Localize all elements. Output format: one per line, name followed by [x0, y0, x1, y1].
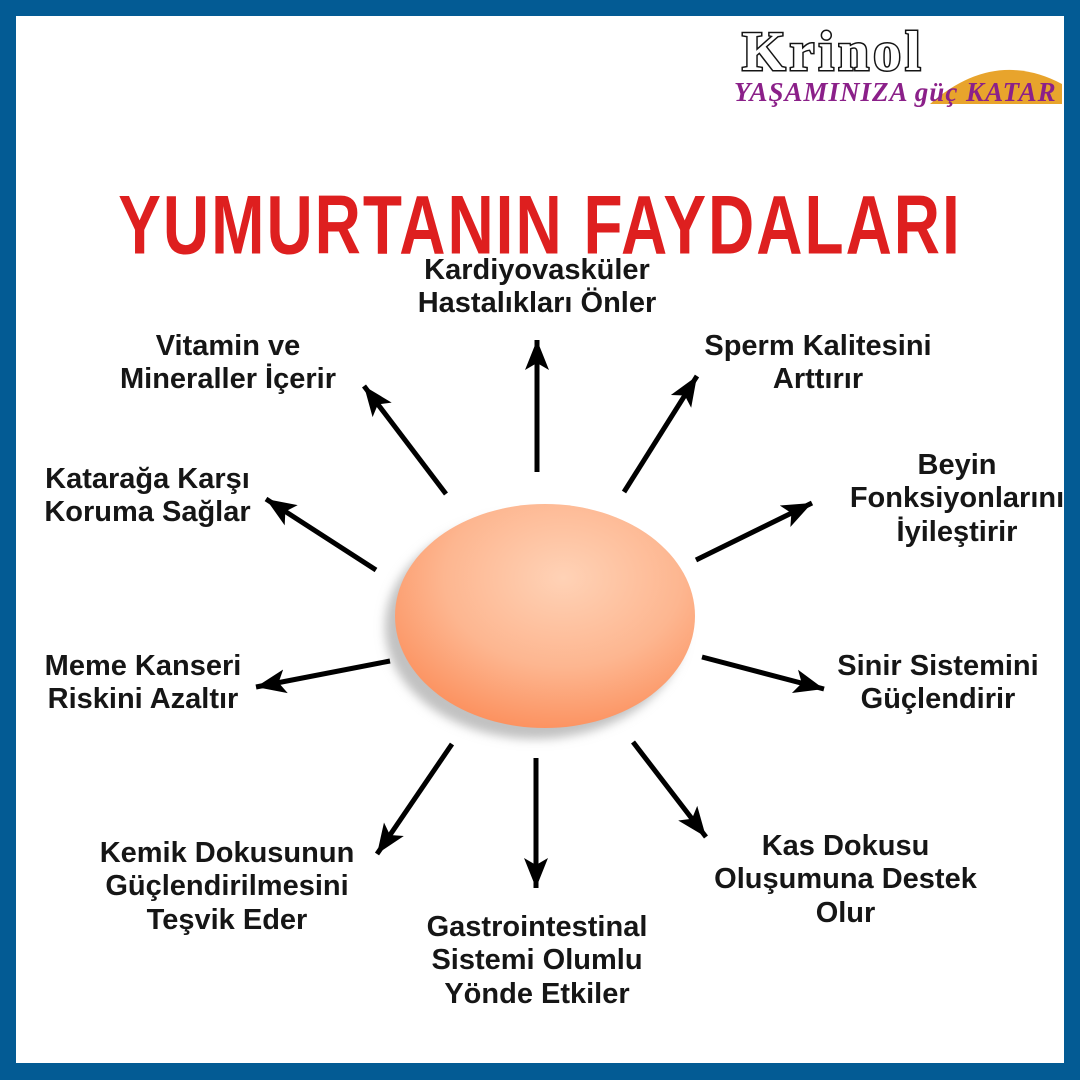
brand-logo-graphic: Krinol YAŞAMINIZA güç KATAR	[734, 24, 1062, 107]
arrow-sperm	[621, 374, 700, 494]
arrow-kemik	[374, 742, 455, 856]
page-title: YUMURTANIN FAYDALARI	[118, 178, 962, 272]
benefit-label-beyin: Beyin Fonksiyonlarını İyileştirir	[849, 449, 1065, 548]
benefit-label-katarak: Katarağa Karşı Koruma Sağlar	[44, 463, 251, 529]
arrow-vitamin	[362, 384, 448, 496]
benefit-label-kas: Kas Dokusu Oluşumuna Destek Olur	[714, 830, 977, 929]
arrow-katarak	[264, 496, 378, 573]
benefit-label-kemik: Kemik Dokusunun Güçlendirilmesini Teşvik…	[99, 837, 355, 936]
benefit-label-sinir: Sinir Sistemini Güçlendirir	[837, 650, 1039, 716]
brand-tagline: YAŞAMINIZA güç KATAR	[734, 77, 1057, 107]
arrow-sinir	[701, 654, 825, 693]
egg-illustration	[395, 504, 695, 728]
arrow-kas	[631, 740, 708, 839]
logo-dome-shape	[930, 69, 1062, 104]
benefit-label-gastro: Gastrointestinal Sistemi Olumlu Yönde Et…	[426, 911, 648, 1010]
benefit-label-vitamin: Vitamin ve Mineraller İçerir	[120, 330, 336, 396]
brand-logo: Krinol YAŞAMINIZA güç KATAR	[732, 24, 1062, 110]
arrow-beyin	[694, 500, 814, 563]
arrow-meme	[255, 658, 391, 694]
benefit-label-kardiyovaskuler: Kardiyovasküler Hastalıkları Önler	[417, 254, 657, 320]
benefit-label-meme: Meme Kanseri Riskini Azaltır	[44, 650, 242, 716]
benefit-label-sperm: Sperm Kalitesini Arttırır	[704, 330, 932, 396]
brand-name: Krinol	[742, 24, 925, 83]
